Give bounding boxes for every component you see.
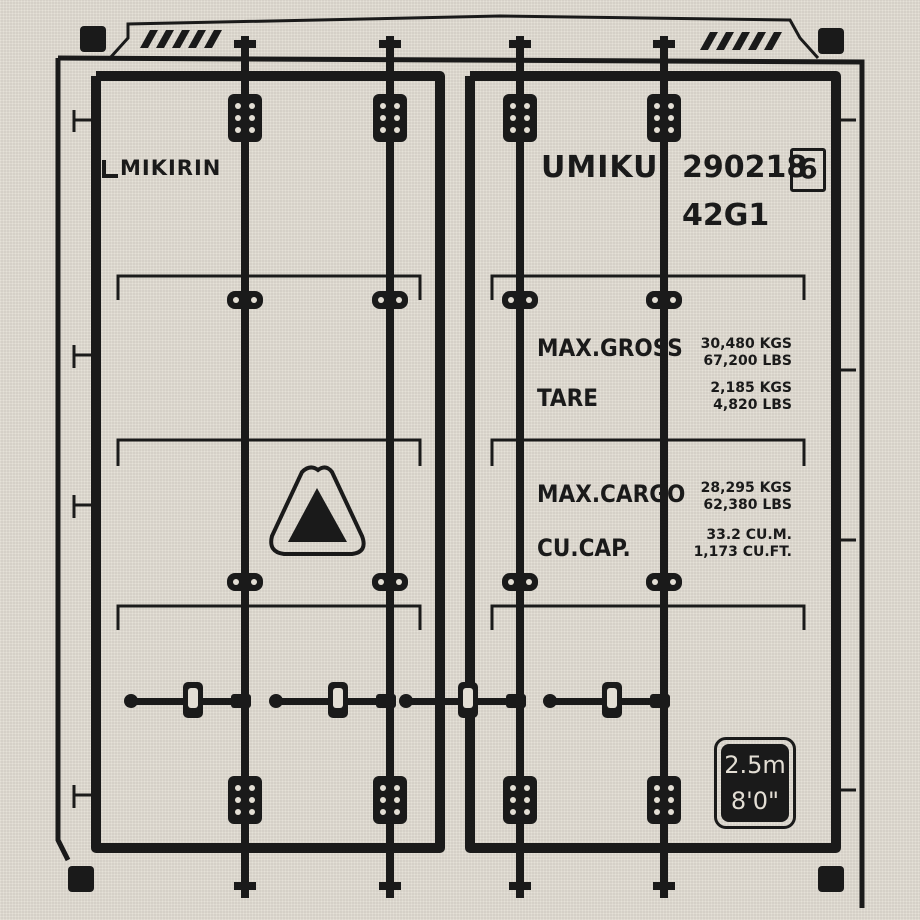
serial-number: 290218 <box>682 150 808 185</box>
left-door-ribs <box>116 274 422 630</box>
height-badge-imperial: 8'0" <box>730 787 780 815</box>
corner-casting-bottom-right <box>818 866 844 892</box>
right-door-panel <box>465 71 841 853</box>
lock-bracket <box>228 94 262 142</box>
hazard-stripes-right <box>700 32 782 50</box>
lock-bracket <box>503 94 537 142</box>
locking-bars <box>241 36 668 898</box>
spec-value-max-cargo-kg: 28,295 KGS <box>700 480 792 496</box>
spec-value-tare-kg: 2,185 KGS <box>710 380 792 396</box>
spec-label-max-cargo: MAX.CARGO <box>537 480 686 508</box>
spec-value-tare-lb: 4,820 LBS <box>713 397 792 413</box>
type-code: 42G1 <box>682 198 770 233</box>
lock-bracket <box>647 776 681 824</box>
door-handle <box>269 682 396 718</box>
spec-value-max-gross-lb: 67,200 LBS <box>703 353 792 369</box>
lock-bracket <box>503 776 537 824</box>
spec-label-tare: TARE <box>537 384 598 412</box>
top-header-outline <box>108 14 820 60</box>
hazard-stripes-left <box>140 30 222 48</box>
corner-casting-top-right <box>818 28 844 54</box>
spec-value-cu-cap-metric: 33.2 CU.M. <box>706 527 792 543</box>
corner-casting-bottom-left <box>68 866 94 892</box>
lock-bracket <box>373 94 407 142</box>
door-handles <box>124 682 670 718</box>
left-door-panel <box>91 71 445 853</box>
bar-guide <box>502 573 538 591</box>
door-handle <box>543 682 670 718</box>
check-digit-box: 6 <box>790 148 826 192</box>
spec-label-cu-cap: CU.CAP. <box>537 534 631 562</box>
logo-mark-icon <box>102 160 118 178</box>
height-badge-metric: 2.5m <box>724 751 786 779</box>
bar-guide <box>646 291 682 309</box>
corner-casting-top-left <box>80 26 106 52</box>
spec-label-max-gross: MAX.GROSS <box>537 334 683 362</box>
bar-guide <box>502 291 538 309</box>
door-handle <box>399 682 526 718</box>
lock-bracket <box>373 776 407 824</box>
lock-bracket <box>228 776 262 824</box>
spec-value-cu-cap-imperial: 1,173 CU.FT. <box>693 544 792 560</box>
bar-guide <box>227 573 263 591</box>
owner-code: UMIKU <box>541 150 659 185</box>
door-handle <box>124 682 251 718</box>
bar-guide <box>227 291 263 309</box>
bar-guide <box>372 291 408 309</box>
bar-guides <box>227 291 682 591</box>
lock-bracket <box>647 94 681 142</box>
bar-guide <box>646 573 682 591</box>
spec-value-max-cargo-lb: 62,380 LBS <box>703 497 792 513</box>
outer-frame <box>57 55 865 908</box>
warning-triangle-icon <box>269 465 366 556</box>
bar-guide <box>372 573 408 591</box>
height-badge: 2.5m 8'0" <box>714 737 796 829</box>
lock-brackets <box>228 94 681 824</box>
bar-caps <box>234 40 675 890</box>
spec-value-max-gross-kg: 30,480 KGS <box>700 336 792 352</box>
side-hinges <box>72 110 856 808</box>
right-door-ribs <box>490 274 806 630</box>
brand-logo: MIKIRIN <box>120 156 222 180</box>
